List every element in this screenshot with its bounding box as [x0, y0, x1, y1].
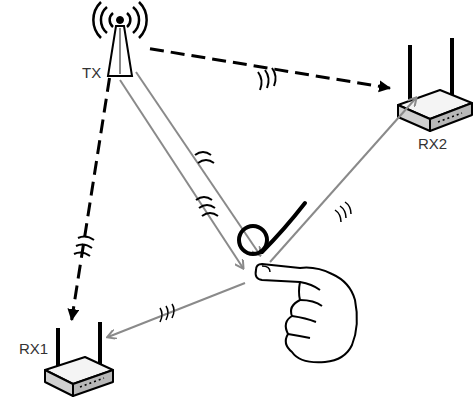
- hand-crease: [300, 282, 320, 290]
- antenna-tip: [117, 17, 124, 24]
- reflection-paths: [108, 72, 416, 337]
- wave-symbol: [195, 152, 214, 163]
- wave-symbol: [160, 304, 174, 322]
- wave-symbols: [74, 68, 351, 322]
- radio-wave: [127, 13, 130, 27]
- router-side: [73, 370, 113, 396]
- device-label: TX: [82, 64, 101, 81]
- hand-illustration: [256, 264, 357, 362]
- router-side: [45, 370, 73, 396]
- signal-path: [136, 72, 260, 255]
- router-leds: [80, 378, 104, 387]
- wave-symbol: [258, 68, 276, 90]
- device-node: RX1: [15, 320, 115, 405]
- router-antenna: [408, 45, 412, 104]
- router-leds: [438, 113, 462, 122]
- device-label: RX1: [19, 340, 48, 357]
- wave-symbol: [74, 236, 94, 256]
- hand-crease: [292, 316, 316, 322]
- antenna-mast: [108, 26, 132, 76]
- signal-path: [120, 80, 243, 268]
- signal-path: [270, 98, 416, 262]
- radio-wave: [101, 7, 107, 33]
- router-side: [398, 105, 430, 131]
- radio-wave: [93, 2, 101, 38]
- direct-path-arrow: [150, 49, 390, 88]
- gesture-line: [262, 203, 305, 252]
- router-symbol: [45, 322, 113, 396]
- wave-symbol: [335, 202, 351, 222]
- radio-wave: [133, 7, 139, 33]
- router-side: [430, 103, 472, 131]
- wave-symbol: [196, 197, 218, 216]
- router-antenna: [98, 322, 102, 366]
- gesture-stroke: [239, 203, 305, 254]
- router-symbol: [398, 38, 472, 131]
- hand-shape: [256, 264, 357, 362]
- finger-nail: [262, 266, 270, 272]
- direct-path-arrow: [72, 78, 110, 320]
- device-node: TX: [80, 8, 150, 78]
- antenna-symbol: [93, 2, 146, 76]
- hand-crease: [288, 334, 310, 338]
- radio-wave: [139, 2, 147, 38]
- radio-wave: [110, 13, 113, 27]
- antenna-stripe: [119, 28, 121, 74]
- hand-crease: [300, 300, 322, 306]
- signal-path: [108, 283, 245, 337]
- device-node: RX2: [390, 35, 474, 155]
- router-antenna: [450, 38, 454, 100]
- device-label: RX2: [418, 135, 447, 152]
